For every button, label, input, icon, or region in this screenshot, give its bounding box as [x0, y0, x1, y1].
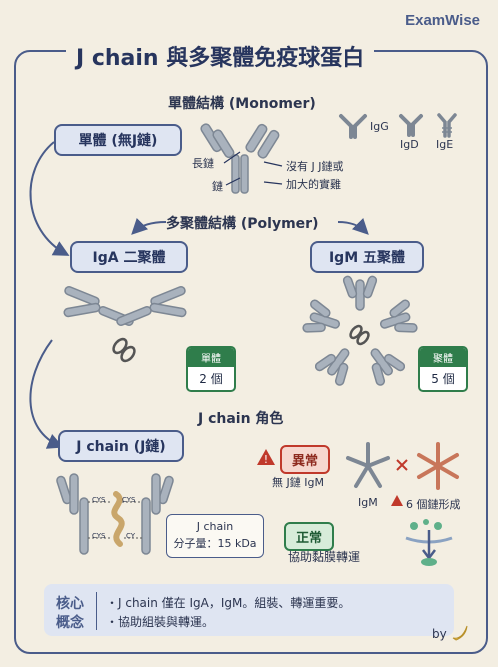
monomer-note-1: 沒有 J J鏈或: [286, 160, 344, 173]
igm-normal-icon: [346, 442, 390, 488]
mucosal-transport-icon: [405, 519, 453, 566]
igm-count-badge: 聚體 5 個: [418, 346, 468, 392]
igg-label: IgG: [370, 120, 389, 133]
page-title: J chain 與多聚體免疫球蛋白: [66, 40, 375, 72]
igd-icon: [399, 114, 423, 137]
cys-label-2: CYS: [122, 496, 136, 504]
jchain-disulfide-diagram: [56, 473, 174, 555]
jchain-info-box: J chain 分子量：15 kDa: [166, 514, 264, 558]
warning-icon: !: [257, 449, 275, 466]
heavy-chain-label-2: 鏈: [212, 180, 223, 193]
warning-text: 6 個鏈形成: [406, 498, 461, 511]
jchain-pill: J chain (J鏈): [58, 430, 184, 462]
igm-badge-title: 聚體: [420, 348, 466, 367]
core-label-1: 核心: [56, 596, 84, 612]
jchain-box-line1: J chain: [196, 520, 234, 533]
cys-label-1: CYS: [92, 496, 106, 504]
monomer-pill: 單體 (無J鏈): [54, 124, 182, 156]
small-warning-icon: [391, 495, 403, 506]
normal-tag: 正常: [284, 522, 334, 551]
polymer-heading: 多聚體結構 (Polymer): [166, 216, 319, 232]
banana-icon: [452, 625, 468, 641]
core-concept-box: [44, 584, 454, 636]
monomer-antibody-icon: [200, 123, 280, 194]
iga-count-badge: 單體 2 個: [186, 346, 236, 392]
ige-label: IgE: [436, 138, 454, 151]
cys-label-3: CYS: [92, 532, 106, 540]
igm-pentamer-diagram: [302, 275, 418, 386]
igd-label: IgD: [400, 138, 419, 151]
normal-desc: 協助黏膜轉運: [288, 550, 361, 564]
igm-badge-value: 5 個: [431, 372, 455, 386]
core-divider: [96, 592, 97, 630]
iga-badge-title: 單體: [188, 348, 234, 367]
abnormal-tag: 異常: [280, 445, 330, 474]
igm-pill: IgM 五聚體: [310, 241, 424, 273]
svg-text:!: !: [264, 453, 268, 466]
monomer-note-2: 加大的實雞: [286, 178, 341, 191]
brand-logo: ExamWise: [405, 12, 480, 29]
cross-icon: [396, 459, 408, 471]
heavy-chain-label-1: 長鏈: [192, 157, 214, 170]
iga-badge-value: 2 個: [199, 372, 223, 386]
jchain-box-line2: 分子量：15 kDa: [173, 537, 257, 550]
igm-label: IgM: [358, 496, 378, 509]
footer-by: by: [432, 627, 447, 641]
ige-icon: [437, 113, 457, 138]
iga-dimer-diagram: [63, 286, 187, 363]
abnormal-desc: 無 J鏈 IgM: [272, 476, 324, 489]
core-line-2: ・協助組裝與轉運。: [106, 615, 215, 629]
core-line-1: ・J chain 僅在 IgA，IgM。組裝、轉運重要。: [106, 596, 351, 610]
igg-icon: [339, 114, 367, 139]
monomer-heading: 單體結構 (Monomer): [168, 96, 316, 112]
cys-label-4: CY: [126, 532, 136, 540]
iga-pill: IgA 二聚體: [70, 241, 188, 273]
core-label-2: 概念: [56, 615, 84, 631]
igm-abnormal-hexamer-icon: [417, 442, 459, 490]
role-heading: J chain 角色: [198, 411, 284, 427]
